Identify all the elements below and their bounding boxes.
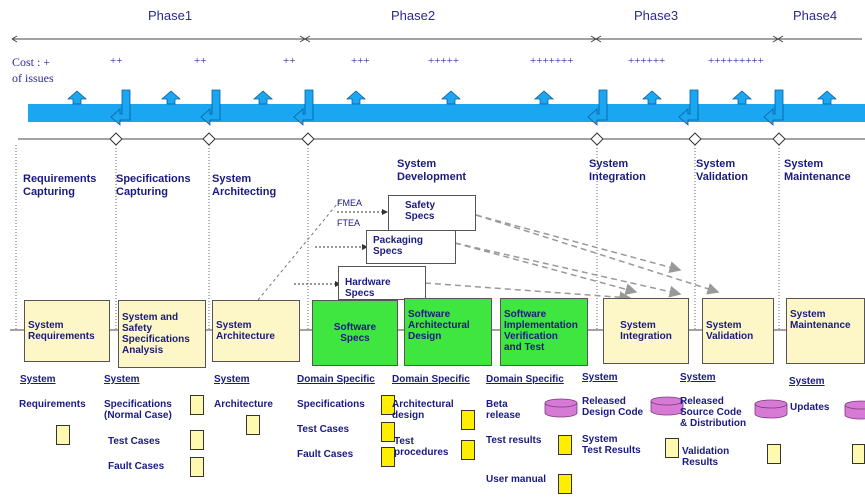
artifact-user-manual: User manual <box>486 474 547 485</box>
phase-3-label: Phase3 <box>634 8 679 23</box>
cost-mark: ++++++ <box>628 55 666 67</box>
phase-4-label: Phase4 <box>793 8 838 23</box>
document-icon <box>246 415 260 435</box>
cost-mark: ++ <box>194 55 207 67</box>
artifact-fault-cases: Fault Cases <box>108 461 165 472</box>
document-icon <box>381 422 395 442</box>
cost-mark: +++++++ <box>530 55 574 67</box>
cost-mark: +++++++++ <box>708 55 764 67</box>
document-icon <box>558 474 572 494</box>
method-ftea: FTEA <box>337 218 361 228</box>
category-label: Domain Specific <box>392 374 470 385</box>
category-label: System <box>20 374 56 385</box>
document-icon <box>56 425 70 445</box>
document-icon <box>665 438 679 458</box>
category-label: System <box>680 372 716 383</box>
category-label: System <box>789 376 825 387</box>
artifact-domain-fault-cases: Fault Cases <box>297 449 354 460</box>
cost-timeline-bar <box>28 104 865 122</box>
document-icon <box>381 395 395 415</box>
document-icon <box>381 447 395 467</box>
document-icon <box>461 440 475 460</box>
artifact-test-results: Test results <box>486 435 542 446</box>
artifact-domain-test-cases: Test Cases <box>297 424 350 435</box>
document-icon <box>190 430 204 450</box>
artifact-requirements: Requirements <box>19 399 86 410</box>
artifact-architecture: Architecture <box>214 399 273 410</box>
up-arrows <box>66 90 838 105</box>
artifact-updates: Updates <box>790 402 830 413</box>
document-icon <box>190 457 204 477</box>
cost-mark: +++++ <box>428 55 460 67</box>
artifact-domain-specifications: Specifications <box>297 399 365 410</box>
cost-label: Cost : + of issues <box>12 54 54 86</box>
document-icon <box>767 444 781 464</box>
artifact-test-cases: Test Cases <box>108 436 161 447</box>
phase-timeline-line <box>11 35 862 43</box>
category-label: System <box>104 374 140 385</box>
artifact-specifications: Specifications(Normal Case) <box>104 399 172 421</box>
document-icon <box>190 395 204 415</box>
document-icon <box>461 410 475 430</box>
cost-label-line1: Cost : + <box>12 55 51 69</box>
return-arrows <box>110 89 784 126</box>
cost-mark: ++ <box>110 55 123 67</box>
document-icon <box>852 444 865 464</box>
cost-label-line2: of issues <box>12 71 54 85</box>
category-label: Domain Specific <box>297 374 375 385</box>
cost-mark: ++ <box>283 55 296 67</box>
category-label: System <box>214 374 250 385</box>
cost-mark: +++ <box>351 55 370 67</box>
category-label: Domain Specific <box>486 374 564 385</box>
phase-2-label: Phase2 <box>391 8 436 23</box>
phase-1-label: Phase1 <box>148 8 193 23</box>
document-icon <box>558 435 572 455</box>
category-label: System <box>582 372 618 383</box>
method-fmea: FMEA <box>337 198 363 208</box>
database-icons <box>544 396 865 420</box>
